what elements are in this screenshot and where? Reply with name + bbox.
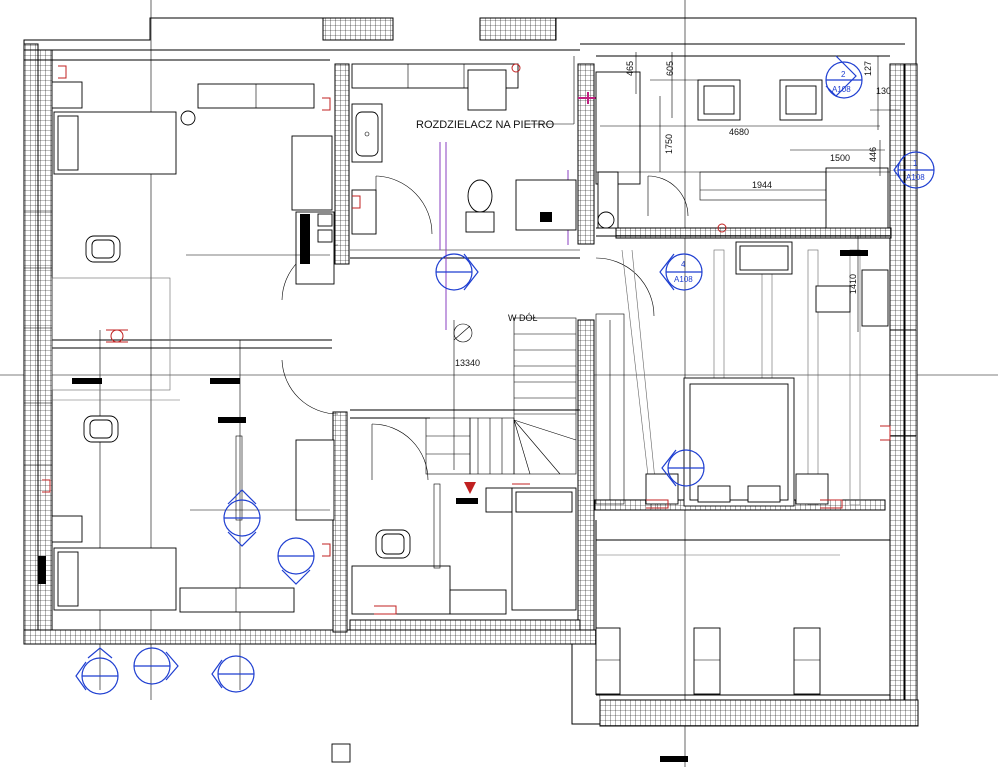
marker-sheet: A108 (832, 85, 851, 94)
chair-icon (85, 235, 121, 263)
dim-1500: 1500 (830, 153, 850, 163)
elevation-marker-icon (277, 537, 315, 585)
dim-1944: 1944 (752, 180, 772, 190)
fixtures (42, 63, 891, 615)
pipe-runs (439, 92, 861, 511)
manifold-label: ROZDZIELACZ NA PIETRO (416, 119, 555, 131)
exterior-walls (23, 17, 919, 727)
dim-446: 446 (868, 147, 878, 162)
marker-number: 4 (681, 260, 686, 269)
elevation-marker-icon (133, 647, 179, 685)
section-marker-icon: 2 A108 (825, 55, 863, 99)
elevation-marker-icon (661, 449, 705, 487)
sink-icon (355, 111, 379, 157)
furniture (38, 63, 889, 763)
marker-sheet: A108 (906, 173, 925, 182)
dim-1410: 1410 (848, 274, 858, 294)
section-marker-icon: 1 A108 (893, 151, 935, 189)
chair-icon (83, 415, 119, 443)
stairs-down-label: W DÓŁ (508, 313, 538, 323)
dim-130: 130 (876, 86, 891, 96)
dim-465: 465 (625, 61, 635, 76)
elevation-label: 13340 (455, 358, 480, 368)
chair-icon (375, 529, 411, 559)
elevation-marker-icon (75, 647, 119, 695)
staircase (425, 317, 577, 494)
dim-1750: 1750 (664, 134, 674, 154)
wall-outlines (23, 17, 917, 725)
toilet-icon (465, 179, 495, 233)
text-labels: ROZDZIELACZ NA PIETRO W DÓŁ 13340 4680 1… (416, 56, 891, 368)
section-marker-icon: 4 A108 (659, 253, 703, 291)
marker-sheet: A108 (674, 275, 693, 284)
dim-605: 605 (665, 61, 675, 76)
dim-4680: 4680 (729, 127, 749, 137)
window-box (697, 79, 823, 121)
marker-number: 2 (841, 70, 846, 79)
marker-number: 1 (913, 159, 918, 168)
dimension-lines (596, 52, 900, 332)
elevation-marker-icon (223, 489, 261, 547)
elevation-marker-icon (211, 655, 255, 693)
section-markers: 2 A108 1 A108 4 A108 (75, 55, 935, 695)
dim-127: 127 (863, 61, 873, 76)
elevation-marker-icon (435, 253, 479, 291)
